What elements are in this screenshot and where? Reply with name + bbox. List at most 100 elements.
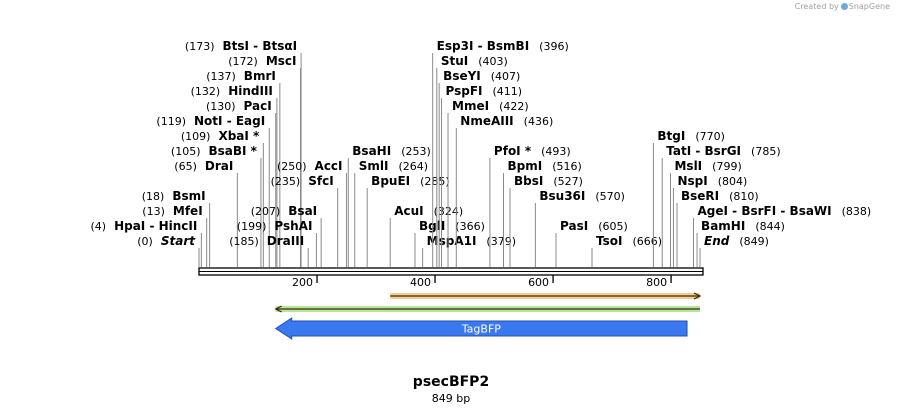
site-nmeaiii: NmeAIII(436) [455, 114, 553, 267]
tick-label: 200 [292, 276, 313, 289]
site-acci: (250)AccI [277, 159, 348, 267]
site-label: (130)PacI [206, 99, 272, 113]
site-label: StuI(403) [441, 54, 508, 68]
enzyme-name: MfeI [173, 204, 203, 218]
site-label: (119)NotI - EagI [156, 114, 265, 128]
site-position: (804) [718, 175, 748, 188]
site-label: (137)BmrI [206, 69, 276, 83]
enzyme-name: SmlI [359, 159, 389, 173]
enzyme-name: BtsαI [262, 39, 297, 53]
site-label: AcuI(324) [394, 204, 463, 218]
site-label: NspI(804) [677, 174, 747, 188]
enzyme-name: PfoI * [494, 144, 532, 158]
enzyme-name: NotI [194, 114, 223, 128]
enzyme-name: End [704, 234, 730, 248]
enzyme-name: PacI [244, 99, 272, 113]
enzyme-name: BsaWI [790, 204, 832, 218]
enzyme-separator: - [223, 114, 236, 128]
site-position: (253) [401, 145, 431, 158]
enzyme-name: TsoI [596, 234, 622, 248]
site-pasi: PasI(605) [555, 219, 628, 267]
site-position: (570) [595, 190, 625, 203]
arrow-left-icon [274, 305, 282, 313]
feature-tagbfp[interactable]: TagBFP [274, 317, 688, 340]
site-position: (137) [206, 70, 236, 83]
site-label: (109) XbaI * [181, 129, 260, 143]
site-position: (396) [539, 40, 569, 53]
site-label: (132)HindIII [191, 84, 273, 98]
enzyme-name: TatI [666, 144, 691, 158]
site-agei-bsrfi-bsawi: AgeI - BsrFI - BsaWI(838) [693, 204, 871, 267]
enzyme-name: BsaHI [352, 144, 391, 158]
site-label: BseYI (407) [443, 69, 520, 83]
enzyme-name: BseYI [443, 69, 481, 83]
site-position: (285) [420, 175, 450, 188]
site-label: (173)BtsI - BtsαI [185, 39, 297, 53]
site-btgi: BtgI(770) [652, 129, 725, 267]
enzyme-name: BsmI [172, 189, 205, 203]
site-position: (264) [399, 160, 429, 173]
enzyme-name: BsmBI [487, 39, 529, 53]
site-position: (785) [751, 145, 781, 158]
site-label: (207)BsaI [251, 204, 317, 218]
enzyme-separator: - [145, 219, 158, 233]
site-label: (13)MfeI [142, 204, 202, 218]
feature-thin-0[interactable] [390, 292, 702, 300]
enzyme-name: AccI [315, 159, 343, 173]
site-label: NmeAIII(436) [460, 114, 553, 128]
arrow-right-icon [693, 292, 702, 300]
plasmid-length: 849 bp [431, 392, 471, 405]
site-drai: (65)DraI [174, 159, 238, 267]
enzyme-name: BbsI [514, 174, 543, 188]
enzyme-name: Start [161, 234, 196, 248]
site-bseyi: BseYI (407) [438, 69, 520, 267]
site-position: (516) [552, 160, 582, 173]
tick-label: 800 [646, 276, 667, 289]
site-position: (109) [181, 130, 211, 143]
enzyme-separator: - [473, 39, 486, 53]
enzyme-name: BtsI [223, 39, 250, 53]
site-position: (366) [455, 220, 485, 233]
site-bsabi: (105)BsaBI * [171, 144, 262, 267]
site-btsi-bts-i: (173)BtsI - BtsαI [185, 39, 302, 267]
site-label: (65)DraI [174, 159, 233, 173]
site-paci: (130)PacI [206, 99, 277, 267]
site-label: PspFI(411) [446, 84, 523, 98]
sequence-backbone [198, 267, 704, 276]
site-position: (407) [491, 70, 521, 83]
site-label: (105)BsaBI * [171, 144, 258, 158]
enzyme-name: NmeAIII [460, 114, 513, 128]
site-label: PfoI *(493) [494, 144, 571, 158]
site-pfoi: PfoI *(493) [489, 144, 571, 267]
site-label: (199)PshAI [237, 219, 313, 233]
site-position: (185) [229, 235, 259, 248]
site-bamhi: BamHI(844) [696, 219, 785, 267]
enzyme-name: HincII [159, 219, 198, 233]
enzyme-name: XbaI * [218, 129, 260, 143]
enzyme-name: DraIII [267, 234, 304, 248]
site-bpuei: BpuEI(285) [366, 174, 450, 267]
credit-brand: SnapGene [848, 2, 890, 11]
site-position: (379) [486, 235, 516, 248]
enzyme-name: DraI [205, 159, 233, 173]
site-bmri: (137)BmrI [206, 69, 281, 267]
site-bsahi: BsaHI (253) [347, 144, 431, 267]
site-position: (844) [755, 220, 785, 233]
enzyme-name: AgeI [698, 204, 728, 218]
site-label: BtgI(770) [657, 129, 725, 143]
site-label: TatI - BsrGI(785) [666, 144, 780, 158]
site-label: Esp3I - BsmBI(396) [437, 39, 569, 53]
enzyme-name: PspFI [446, 84, 483, 98]
site-pshai: (199)PshAI [237, 219, 317, 267]
site-stui: StuI(403) [436, 54, 508, 267]
site-nspi: NspI(804) [672, 174, 747, 267]
site-mfei: (13)MfeI [142, 204, 208, 267]
feature-label: TagBFP [461, 323, 501, 336]
site-esp3i-bsmbi: Esp3I - BsmBI(396) [432, 39, 569, 267]
site-position: (18) [142, 190, 165, 203]
enzyme-name: BsaBI * [209, 144, 258, 158]
enzyme-name: MspA1I [427, 234, 477, 248]
site-sfci: (235)SfcI [271, 174, 339, 267]
feature-thin-1[interactable] [274, 305, 700, 313]
